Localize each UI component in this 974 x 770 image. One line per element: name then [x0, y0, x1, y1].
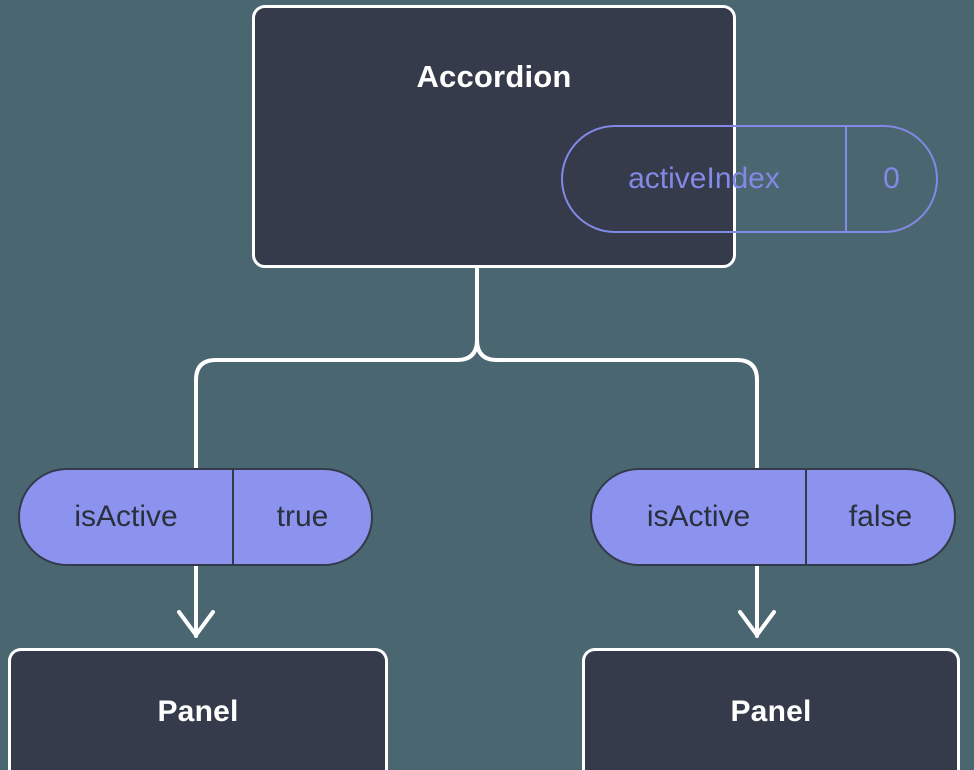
node-accordion[interactable]: Accordion activeIndex 0	[252, 5, 938, 268]
state-pill-value: 0	[883, 162, 900, 195]
prop-pill-key-right: isActive	[646, 500, 751, 533]
prop-pill-is-active-true[interactable]: isActive true	[18, 468, 373, 566]
edge-root-to-left-branch	[194, 266, 479, 470]
state-pill-key: activeIndex	[628, 162, 780, 195]
prop-pill-key-left: isActive	[74, 500, 178, 533]
node-panel-right[interactable]: Panel	[582, 648, 960, 770]
node-panel-left[interactable]: Panel	[8, 648, 388, 770]
prop-pill-divider-right	[805, 470, 807, 564]
state-pill-active-index[interactable]: activeIndex 0	[561, 125, 938, 233]
prop-pill-value-left: true	[276, 500, 329, 533]
prop-pill-divider-left	[232, 470, 234, 564]
node-panel-right-label: Panel	[730, 695, 812, 728]
prop-pill-is-active-false[interactable]: isActive false	[590, 468, 956, 566]
arrowhead-down-icon-right	[738, 610, 776, 637]
arrowhead-down-icon-left	[177, 610, 215, 637]
node-accordion-label: Accordion	[416, 59, 572, 94]
state-pill-divider	[845, 127, 847, 231]
node-panel-left-label: Panel	[157, 695, 239, 728]
prop-pill-value-right: false	[848, 500, 913, 533]
edge-root-to-right-branch	[475, 266, 759, 470]
